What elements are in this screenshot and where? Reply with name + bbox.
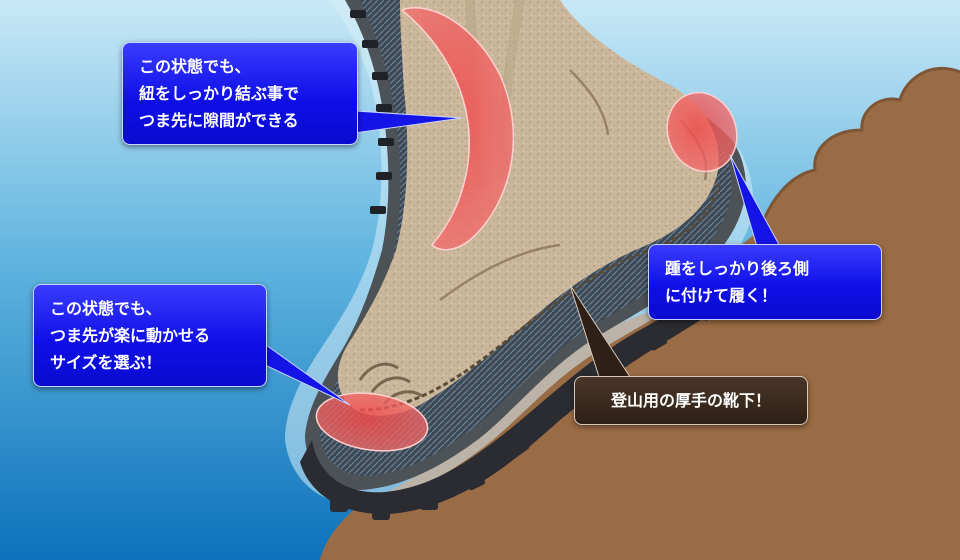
callout-heel: 踵をしっかり後ろ側 に付けて履く！: [648, 244, 882, 320]
heel-highlight: [666, 91, 738, 173]
callout-instep-line-1: この状態でも、: [139, 57, 251, 76]
boot-sole: [300, 250, 770, 515]
callout-heel-line-2: に付けて履く！: [665, 286, 778, 305]
callout-heel-line-1: 踵をしっかり後ろ側: [665, 259, 810, 278]
callout-toe-room: この状態でも、 つま先が楽に動かせる サイズを選ぶ！: [33, 284, 267, 387]
callout-thick-sock: 登山用の厚手の靴下！: [574, 376, 808, 425]
callout-instep-line-3: つま先に隙間ができる: [139, 111, 299, 130]
callout-instep-gap: この状態でも、 紐をしっかり結ぶ事で つま先に隙間ができる: [122, 42, 358, 145]
callout-instep-line-2: 紐をしっかり結ぶ事で: [139, 84, 300, 103]
sock-foot: [337, 0, 719, 416]
callout-toe-line-2: つま先が楽に動かせる: [50, 326, 211, 345]
callout-sock-line-1: 登山用の厚手の靴下！: [610, 391, 771, 410]
callout-toe-line-3: サイズを選ぶ！: [50, 353, 162, 372]
callout-toe-line-1: この状態でも、: [50, 299, 162, 318]
lace-hooks: [350, 10, 394, 214]
toe-highlight: [315, 392, 429, 452]
instep-gap-highlight: [400, 7, 515, 251]
